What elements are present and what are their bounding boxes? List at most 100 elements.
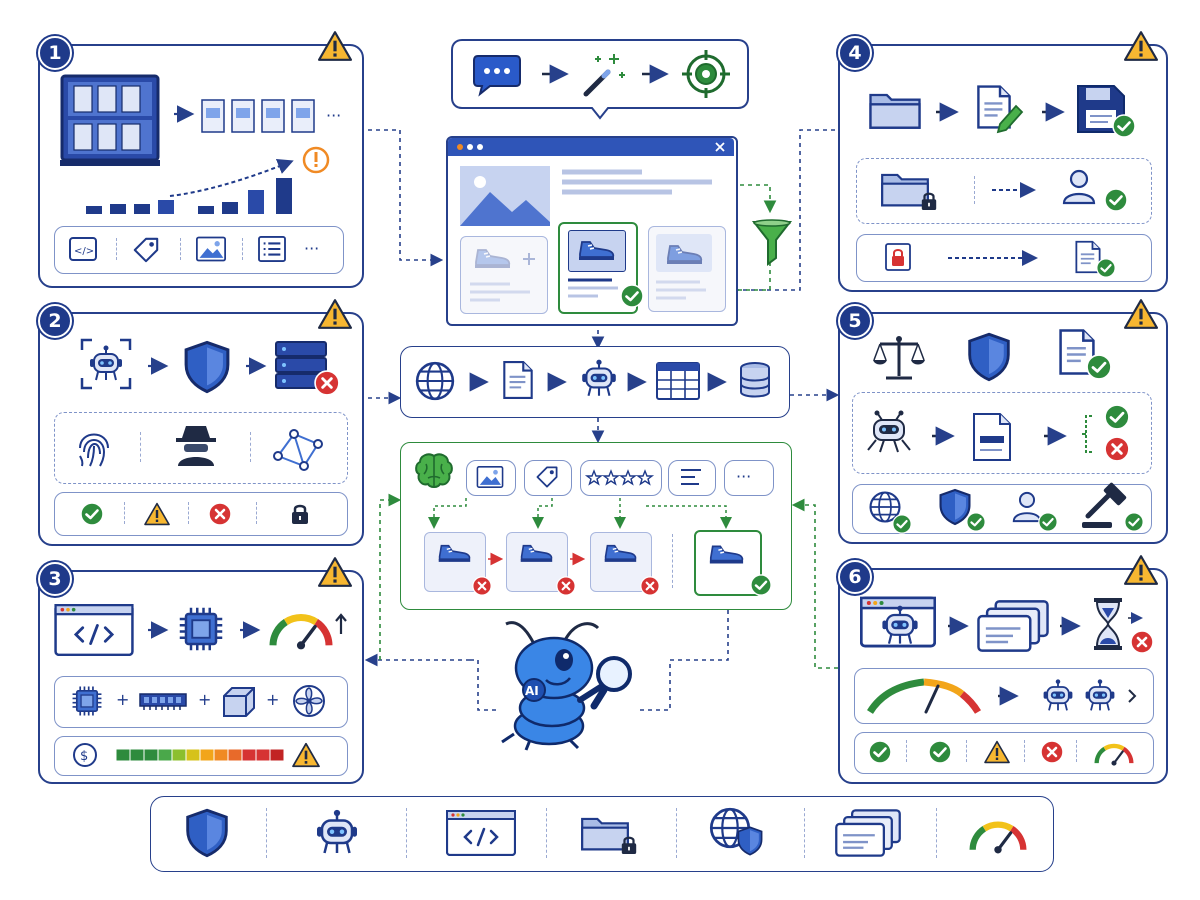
- arrow-icon: [998, 686, 1019, 706]
- growth-bar-chart-icon: [86, 146, 330, 214]
- panel-1-number-badge: 1: [38, 36, 72, 70]
- warning-icon: [318, 556, 352, 588]
- mascot-badge-text: AI: [525, 684, 539, 698]
- text-lines-placeholder: [470, 282, 530, 302]
- text-lines-placeholder: [656, 280, 706, 300]
- shield-icon: [182, 340, 232, 394]
- panel-2-number-badge: 2: [38, 304, 72, 338]
- gauge-icon: [1092, 740, 1136, 766]
- warning-icon: [1124, 298, 1158, 330]
- timeout-hourglass-icon: [1094, 598, 1154, 654]
- check-icon: [868, 740, 892, 764]
- plus-text: +: [198, 690, 211, 709]
- plus-icon: +: [116, 690, 129, 709]
- more-text: ···: [736, 467, 751, 486]
- browser-titlebar: [448, 138, 734, 156]
- error-icon: [208, 502, 232, 526]
- code-file-icon: </>: [69, 237, 97, 261]
- arrow-icon: [547, 372, 567, 392]
- star-rating-icon: [584, 469, 655, 486]
- ai-brain-icon: [415, 453, 453, 488]
- panel-3-number-badge: 3: [38, 562, 72, 596]
- scan-robot-icon: [80, 338, 132, 390]
- text-lines-placeholder: [562, 169, 712, 195]
- arrow-icon: [148, 621, 169, 639]
- plus-text: +: [116, 690, 129, 709]
- extraction-arrows: [428, 498, 732, 529]
- plus-icon: +: [266, 690, 279, 709]
- panel-4-number-badge: 4: [838, 36, 872, 70]
- code-window-icon[interactable]: [446, 810, 516, 856]
- dollar-text: $: [80, 749, 88, 764]
- chevron-right-icon: [1128, 689, 1137, 703]
- error-icon: [472, 576, 492, 596]
- magic-wand-icon: [583, 54, 625, 97]
- error-icon: [1040, 740, 1064, 764]
- text-lines-placeholder: [568, 278, 618, 298]
- check-icon: [750, 574, 772, 596]
- arrow-icon: [932, 426, 955, 446]
- shoe-icon: [664, 240, 704, 266]
- arrow-icon: [469, 372, 489, 392]
- shoe-icon: [472, 244, 512, 270]
- arrow-icon: [627, 372, 647, 392]
- attribute-more-chip[interactable]: [724, 460, 774, 496]
- spy-incognito-icon: [176, 426, 216, 466]
- panel-5-number-badge: 5: [838, 304, 872, 338]
- secure-web-icon[interactable]: [708, 806, 768, 858]
- bot-in-browser-icon: [860, 596, 936, 648]
- filter-funnel-icon: [751, 219, 793, 266]
- error-icon: [640, 576, 660, 596]
- protected-file-icon: [885, 243, 911, 271]
- warning-icon: [984, 740, 1010, 764]
- web-globe-icon: [414, 360, 456, 402]
- cost-level-bar: [115, 748, 285, 762]
- arrow-icon: [948, 616, 969, 636]
- blocked-server-icon: [275, 341, 340, 396]
- plus-text: +: [266, 690, 279, 709]
- red-arrow-icon: [488, 552, 504, 566]
- stacked-pages-icon[interactable]: [834, 808, 902, 858]
- red-arrow-icon: [570, 552, 586, 566]
- document-sequence-icon: ···: [201, 99, 341, 133]
- cooling-fan-icon: [293, 685, 325, 717]
- performance-gauge-icon[interactable]: [966, 816, 1030, 854]
- window-controls-icon: [457, 144, 483, 150]
- tag-icon: [132, 236, 160, 264]
- verified-user-icon: [1062, 169, 1128, 212]
- throttle-gauge-icon: [867, 678, 982, 714]
- shoe-icon: [576, 236, 616, 262]
- add-icon: [523, 253, 535, 265]
- robot-icon: [1040, 678, 1076, 714]
- more-text: ···: [304, 239, 319, 258]
- arrow-icon: [246, 357, 267, 375]
- speed-gauge-icon: [266, 608, 336, 650]
- more-icon: ···: [736, 467, 751, 486]
- locked-folder-icon[interactable]: [580, 810, 642, 858]
- robot-icon[interactable]: [312, 808, 362, 858]
- arrow-icon: [148, 357, 169, 375]
- dashed-arrow-icon: [992, 182, 1036, 198]
- target-icon: [682, 50, 730, 98]
- chat-message-icon: [473, 55, 521, 97]
- check-icon: [928, 740, 952, 764]
- compliant-web-icon: [869, 491, 912, 534]
- robots-policy-file-icon: [973, 413, 1011, 461]
- more-text: ···: [326, 106, 341, 125]
- arrow-icon: [936, 102, 959, 122]
- more-icon: ···: [304, 239, 319, 258]
- table-grid-icon: [656, 362, 700, 400]
- verified-document-icon: [1075, 240, 1116, 278]
- processor-icon: [70, 684, 104, 718]
- error-icon: [556, 576, 576, 596]
- image-icon: [476, 466, 504, 488]
- shield-icon[interactable]: [184, 808, 230, 858]
- shoe-icon: [436, 540, 472, 564]
- compliant-user-icon: [1012, 491, 1058, 532]
- up-arrow-icon: [335, 613, 347, 634]
- request-stack-icon: [976, 598, 1050, 654]
- allow-deny-decision-icon: [1082, 404, 1130, 462]
- warning-icon: [1124, 30, 1158, 62]
- warning-icon: [292, 742, 320, 768]
